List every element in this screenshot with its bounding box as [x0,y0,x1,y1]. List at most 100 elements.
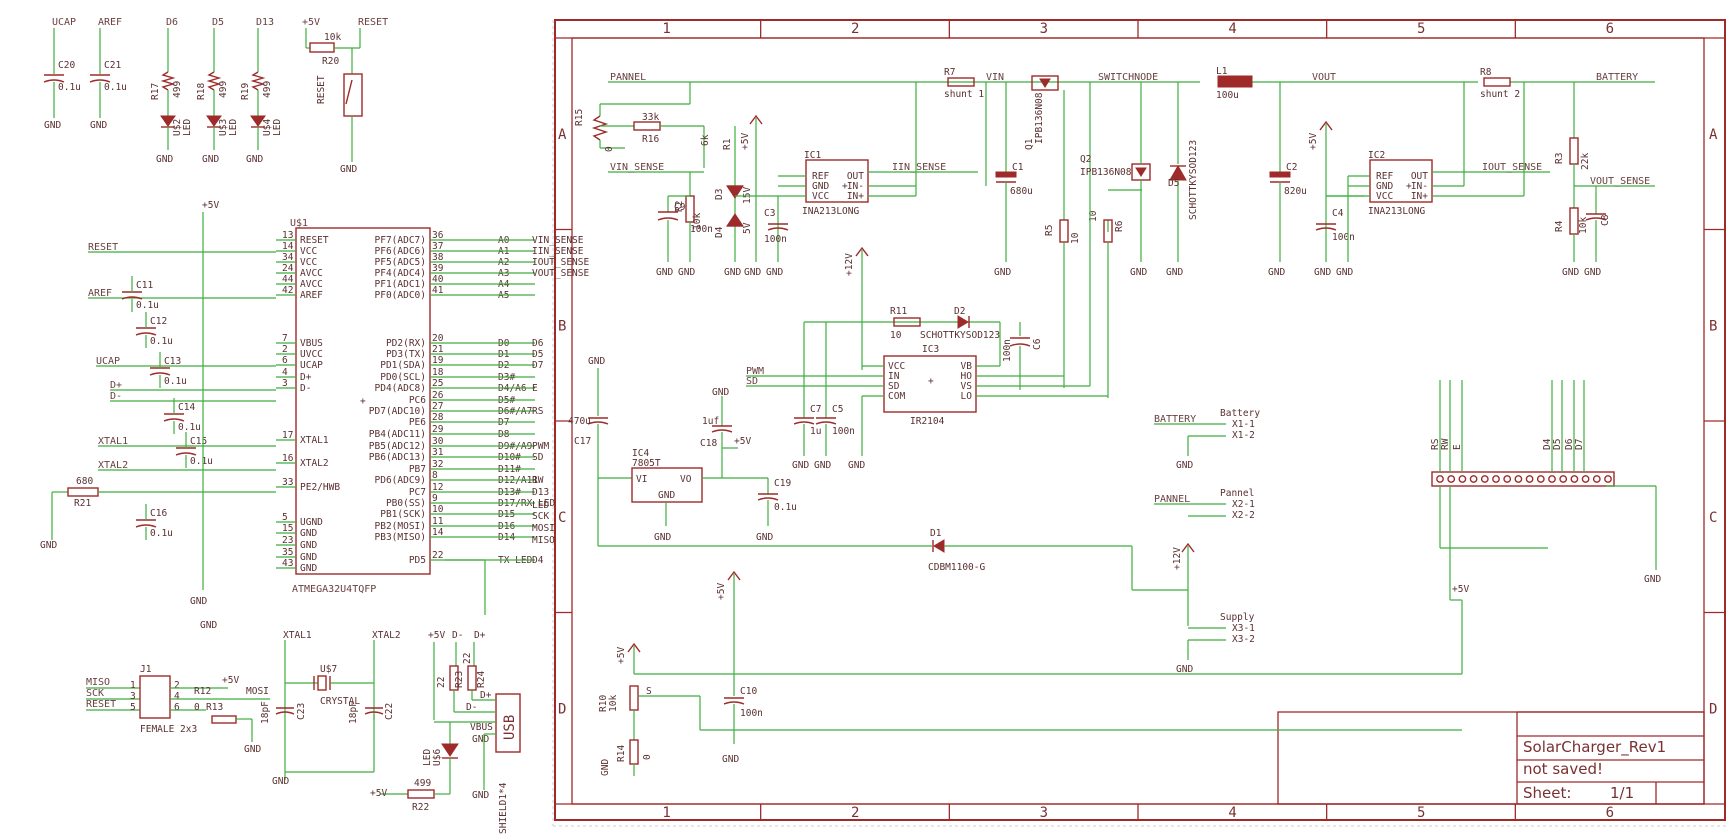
mcu-left-net: RESET [88,242,118,253]
bottom-left-block[interactable]: MISO SCK RESET J1 FEMALE 2x3 1 3 5 2 4 6… [86,630,521,834]
ic3-p12v: +12V [844,253,855,276]
c17-value: 470u [568,416,591,427]
title-block-sheet-value: 1/1 [1610,784,1634,802]
ic4-regulator[interactable] [631,467,703,503]
mcu-pin-number: 16 [282,453,294,464]
mcu-pin-label: PC6 [409,395,426,406]
net-d13: D13 [256,17,274,28]
ir2104-pin-right: LO [961,391,973,402]
gnd-c18: GND [712,387,729,398]
mcu-pin-label: AVCC [300,279,323,290]
column-number-top: 5 [1417,21,1425,37]
mcu-pin-number: 7 [282,333,288,344]
mcu-pin-number: 14 [282,241,294,252]
mcu-pin-number: 10 [432,504,444,515]
r3-ref: R3 [1554,153,1565,164]
mcu-cap-value: 0.1u [178,422,201,433]
net-battery: BATTERY [1596,72,1638,83]
r4-ref: R4 [1554,220,1565,232]
mcu-right-net: PWM [532,441,549,452]
c23-ref: C23 [296,703,307,720]
c18-ref: C18 [700,438,717,449]
title-block-sheet-label: Sheet: [1523,784,1571,802]
mcu-pin-number: 42 [282,285,293,296]
q1-mosfet[interactable] [1031,75,1059,91]
mcu-left-net: AREF [88,288,112,299]
r11-ref: R11 [890,306,907,317]
r20-value: 10k [324,32,341,43]
ic1-body[interactable] [805,159,869,203]
usb-shield: SHIELD1*4 [498,782,509,834]
mcu-body[interactable] [295,227,431,575]
mcu-pin-number: 38 [432,252,444,263]
r22-ref: R22 [412,802,429,813]
r7-shunt[interactable] [947,77,975,87]
usb-label: USB [502,715,518,740]
mcu-left-net: UCAP [96,356,120,367]
ic2-body[interactable] [1369,159,1433,203]
led-ref: U$2 [172,119,183,136]
led-resistor-value: 499 [218,81,229,98]
lcd-net-label: E [1452,444,1463,450]
ic3-body[interactable] [883,355,977,413]
gnd-usb: GND [472,790,489,801]
conn-pannel-net: PANNEL [1154,494,1190,505]
ic1-ref: IC1 [804,150,821,161]
c20-ref: C20 [58,60,75,71]
conn-x32: X3-2 [1232,634,1255,645]
mcu-pin-label: PC7 [409,487,426,498]
c9-value: 100n [690,224,713,235]
ic4-part: 7805T [632,458,661,469]
power-stage[interactable]: PANNEL VIN SWITCHNODE VOUT BATTERY R7 sh… [568,66,1655,776]
mcu-pin-label: AREF [300,290,323,301]
mcu-pin-label: UCAP [300,360,323,371]
mcu-pin-number: 31 [432,447,444,458]
ir2104-pin-right: VS [961,381,973,392]
mcu-pin-label: UVCC [300,349,323,360]
r16-value: 33k [642,112,659,123]
svg-text:2: 2 [174,680,180,691]
mcu-pin-number: 18 [432,367,444,378]
mcu-left-net: XTAL2 [98,460,128,471]
c2-value: 820u [1284,186,1307,197]
row-letter-left: C [558,510,566,526]
c4-ref: C4 [1332,208,1344,219]
lcd-header[interactable] [1431,471,1615,487]
mcu-pin-label: PF6(ADC6) [375,246,426,257]
ic4-ref: IC4 [632,448,649,459]
usb-p5v: +5V [428,630,445,641]
mcu-cap-ref: C11 [136,280,153,291]
r11-value: 10 [890,330,902,341]
gnd-floating: GND [200,620,217,631]
mcu-gnd: GND [190,596,207,607]
usb-connector[interactable] [495,693,521,753]
c1-ref: C1 [1012,162,1024,173]
j1-ref: J1 [140,664,152,675]
ina-pin-left: VCC [812,191,829,202]
net-d6: D6 [166,17,178,28]
u6-led: LED [422,749,433,766]
gnd-r4: GND [1562,267,1579,278]
mcu-right-net: RS [532,406,544,417]
usb-pin-vbus: VBUS [470,722,493,733]
mcu-pin-label: PF7(ADC7) [375,235,426,246]
c19-ref: C19 [774,478,791,489]
j1-header[interactable] [139,675,171,719]
c22-ref: C22 [384,703,395,720]
r8-shunt[interactable] [1483,77,1511,87]
top-left-block[interactable]: UCAP AREF D6 D5 D13 +5V RESET C20 0.1u C… [43,17,388,175]
lcd-net-label: D4 [1542,438,1553,450]
r12-ref: R12 [194,686,211,697]
ic1-part: INA213LONG [802,206,859,217]
mcu-pin-number: 6 [282,355,288,366]
gnd-c1: GND [994,267,1011,278]
column-number-top: 3 [1040,21,1048,37]
ir2104-pin-right: HO [961,371,973,382]
conn-battery-net: BATTERY [1154,414,1196,425]
c18-value: 1uf [702,416,719,427]
l1-inductor[interactable] [1217,75,1253,88]
mcu-right-net: IOUT_SENSE [532,257,589,268]
